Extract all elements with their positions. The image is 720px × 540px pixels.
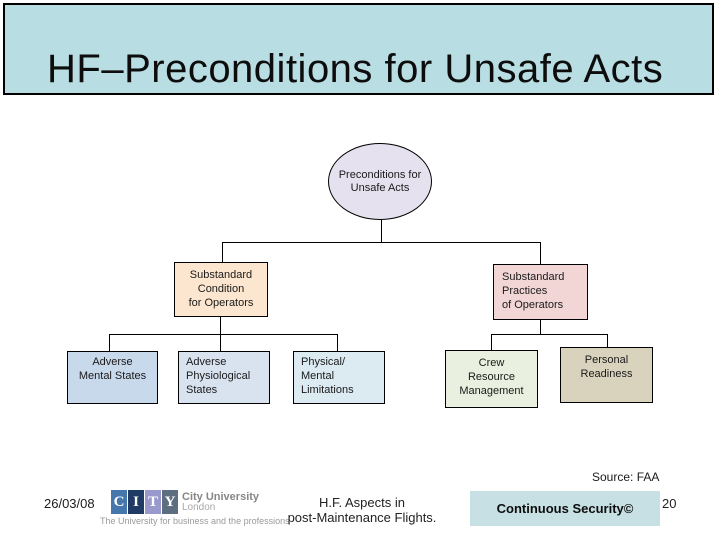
city-university-logo: C I T Y xyxy=(111,490,178,514)
node-personal-readiness: Personal Readiness xyxy=(560,347,653,403)
connector-line xyxy=(491,334,492,350)
node-label: Preconditions for Unsafe Acts xyxy=(338,168,422,194)
connector-line xyxy=(337,334,338,351)
footer-caption: H.F. Aspects in post-Maintenance Flights… xyxy=(252,495,472,525)
footer-date: 26/03/08 xyxy=(44,496,95,511)
node-label: Physical/ Mental Limitations xyxy=(301,356,354,396)
title-bar: HF–Preconditions for Unsafe Acts xyxy=(3,3,714,95)
node-adverse-mental-states: Adverse Mental States xyxy=(67,351,158,404)
node-adverse-physiological-states: Adverse Physiological States xyxy=(178,351,270,404)
logo-letter-tile: I xyxy=(128,490,144,514)
logo-university-name: City University xyxy=(182,491,260,503)
logo-letter-tile: Y xyxy=(162,490,178,514)
connector-line xyxy=(381,220,382,243)
node-label: Crew Resource Management xyxy=(459,357,524,397)
node-preconditions-ellipse: Preconditions for Unsafe Acts xyxy=(328,143,432,220)
node-label: Adverse Physiological States xyxy=(186,356,251,396)
connector-line xyxy=(607,334,608,347)
connector-line xyxy=(222,242,541,243)
logo-city: London xyxy=(182,502,216,513)
connector-line xyxy=(540,320,541,335)
logo-letter-tile: C xyxy=(111,490,127,514)
connector-line xyxy=(109,334,338,335)
footer-caption-line1: H.F. Aspects in xyxy=(319,495,405,510)
connector-line xyxy=(109,334,110,351)
org-badge-label: Continuous Security© xyxy=(496,501,634,516)
connector-line xyxy=(222,242,223,262)
logo-letter-tile: T xyxy=(145,490,161,514)
node-substandard-condition: Substandard Condition for Operators xyxy=(174,262,268,317)
node-physical-mental-limitations: Physical/ Mental Limitations xyxy=(293,351,385,404)
node-label: Substandard Practices of Operators xyxy=(502,271,565,311)
node-label: Personal Readiness xyxy=(580,354,633,380)
logo-tagline: The University for business and the prof… xyxy=(100,516,290,526)
node-crew-resource-management: Crew Resource Management xyxy=(445,350,538,408)
node-substandard-practices: Substandard Practices of Operators xyxy=(493,264,588,320)
page-title: HF–Preconditions for Unsafe Acts xyxy=(47,47,664,91)
connector-line xyxy=(491,334,608,335)
node-label: Substandard Condition for Operators xyxy=(188,269,254,309)
connector-line xyxy=(540,242,541,265)
node-label: Adverse Mental States xyxy=(78,356,147,382)
footer-caption-line2: post-Maintenance Flights. xyxy=(287,510,437,525)
page-number: 20 xyxy=(662,496,677,511)
source-note: Source: FAA xyxy=(592,470,660,484)
org-badge: Continuous Security© xyxy=(470,491,660,526)
